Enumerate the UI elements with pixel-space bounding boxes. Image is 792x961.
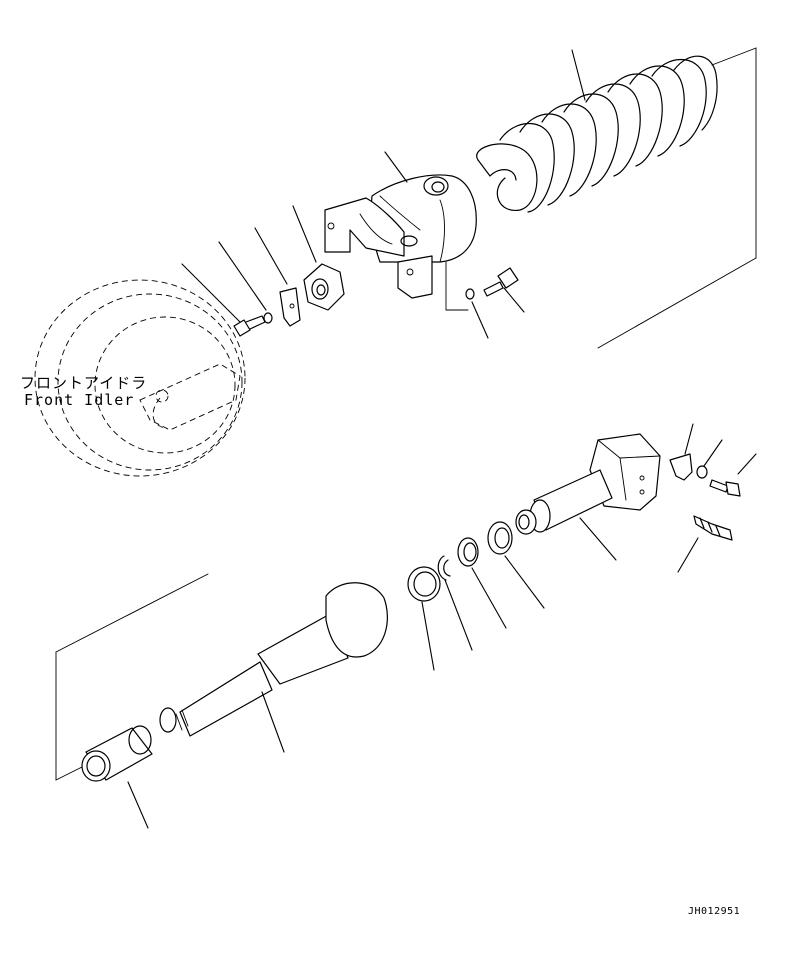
bushing	[81, 725, 153, 782]
piston-rod	[159, 582, 388, 737]
cylinder-bolt	[709, 479, 741, 497]
upper-frame-lines	[445, 47, 757, 349]
yoke-bolt	[483, 267, 519, 297]
yoke-washer	[465, 288, 475, 300]
seal-2	[457, 537, 479, 567]
cylinder-bracket	[669, 453, 693, 481]
front-idler-label-english: Front Idler	[24, 391, 135, 409]
front-idler-outline	[34, 279, 246, 477]
yoke	[324, 174, 477, 299]
snap-ring	[437, 555, 451, 581]
upper-bolt	[233, 315, 266, 337]
front-idler-label-japanese: フロントアイドラ	[20, 374, 148, 392]
cylinder-washer	[696, 465, 708, 479]
wear-ring	[407, 566, 441, 602]
drawing-code: JH012951	[688, 906, 741, 917]
leader-lines	[127, 49, 757, 829]
grease-fitting	[693, 515, 733, 541]
cylinder	[515, 433, 661, 535]
recoil-spring	[476, 55, 718, 213]
lock-nut	[303, 263, 345, 311]
lower-frame-lines	[55, 573, 209, 781]
lock-plate	[279, 287, 301, 327]
upper-washer	[263, 312, 273, 324]
seal-1	[487, 521, 513, 555]
